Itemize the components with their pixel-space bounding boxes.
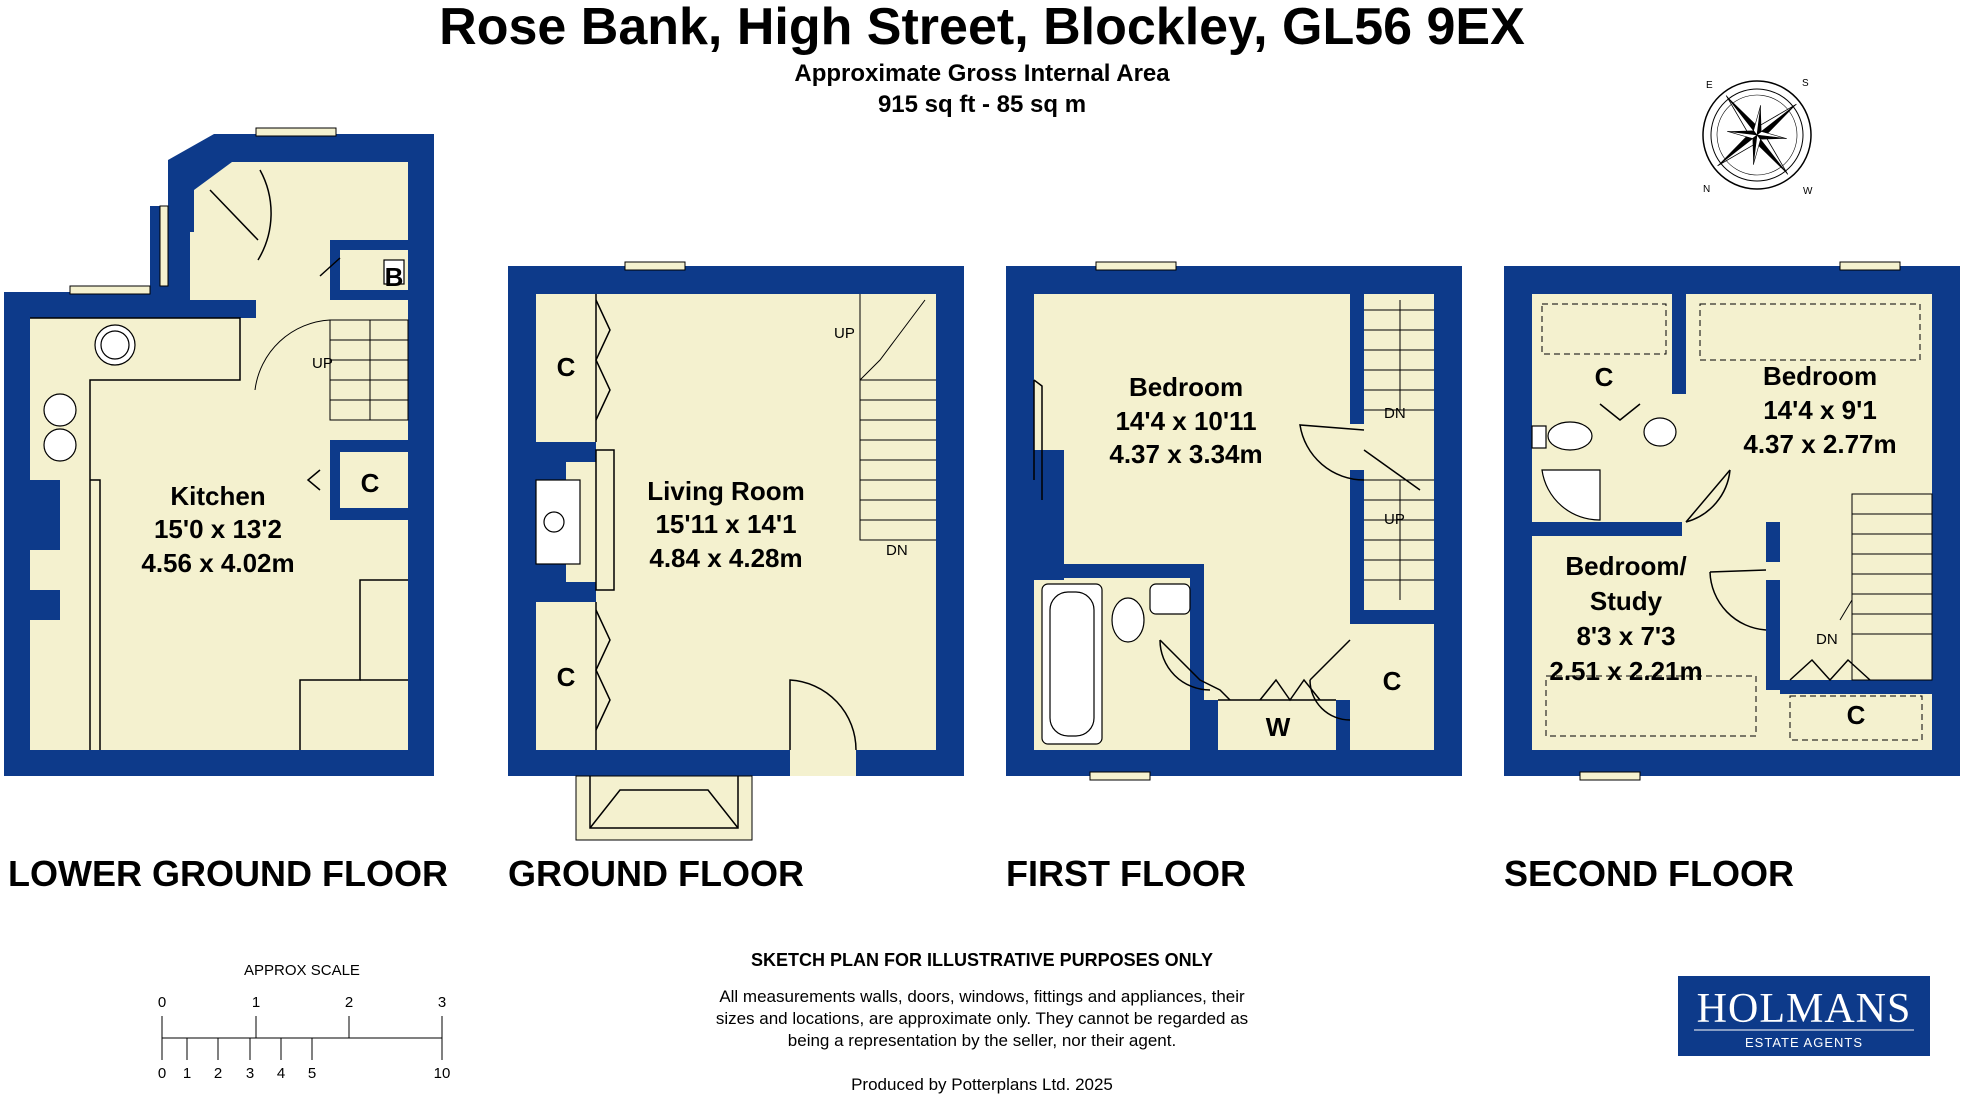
lower-ground-floor-plan <box>4 127 434 776</box>
page-title: Rose Bank, High Street, Blockley, GL56 9… <box>439 0 1525 56</box>
cupboard-label-c-2: C <box>1847 700 1866 730</box>
cupboard-label-b: B <box>385 262 404 292</box>
bedroom-metric: 4.37 x 3.34m <box>1109 439 1262 469</box>
bedroom-name: Bedroom <box>1129 372 1243 402</box>
area-label: Approximate Gross Internal Area <box>794 60 1170 87</box>
compass-letter-s: S <box>1802 78 1809 89</box>
scale-bottom-tick-2: 2 <box>214 1065 222 1082</box>
living-room-metric: 4.84 x 4.28m <box>649 543 802 573</box>
stair-label-dn: DN <box>886 542 908 559</box>
disclaimer-line2: sizes and locations, are approximate onl… <box>716 1009 1248 1028</box>
second-floor-plan <box>1504 261 1960 781</box>
living-room-imperial: 15'11 x 14'1 <box>655 509 796 539</box>
logo-tagline: ESTATE AGENTS <box>1745 1035 1863 1050</box>
holmans-logo: HOLMANS ESTATE AGENTS <box>1678 976 1930 1056</box>
stair-label-up: UP <box>312 355 333 372</box>
disclaimer-line1: All measurements walls, doors, windows, … <box>719 987 1245 1006</box>
cupboard-label-c-2: C <box>557 662 576 692</box>
scale-bottom-tick-5: 5 <box>308 1065 316 1082</box>
floor-label-first: FIRST FLOOR <box>1006 853 1246 894</box>
compass-letter-e: E <box>1706 80 1713 91</box>
cupboard-label-c-1: C <box>1595 362 1614 392</box>
scale-bottom-tick-3: 3 <box>246 1065 254 1082</box>
cupboard-label-c: C <box>1383 666 1402 696</box>
floor-label-ground: GROUND FLOOR <box>508 853 804 894</box>
scale-bottom-tick-10: 10 <box>434 1065 451 1082</box>
compass-letter-n: N <box>1703 184 1710 195</box>
area-value: 915 sq ft - 85 sq m <box>878 91 1086 118</box>
scale-top-tick-3: 3 <box>438 994 446 1011</box>
bedroom-imperial: 14'4 x 10'11 <box>1115 406 1256 436</box>
producer-credit: Produced by Potterplans Ltd. 2025 <box>851 1075 1113 1094</box>
compass-icon <box>1702 80 1812 190</box>
bedroom-imperial: 14'4 x 9'1 <box>1763 395 1877 425</box>
wardrobe-label-w: W <box>1266 712 1291 742</box>
scale-bottom-tick-0: 0 <box>158 1065 166 1082</box>
kitchen-imperial: 15'0 x 13'2 <box>154 514 282 544</box>
scale-title: APPROX SCALE <box>244 962 360 979</box>
compass-letter-w: W <box>1803 186 1813 197</box>
scale-bottom-tick-4: 4 <box>277 1065 285 1082</box>
scale-top-tick-0: 0 <box>158 994 166 1011</box>
kitchen-name: Kitchen <box>170 481 265 511</box>
stair-label-dn: DN <box>1816 631 1838 648</box>
stair-label-dn: DN <box>1384 405 1406 422</box>
disclaimer-line3: being a representation by the seller, no… <box>788 1031 1176 1050</box>
cupboard-label-c-1: C <box>557 352 576 382</box>
logo-name: HOLMANS <box>1697 986 1912 1032</box>
living-room-name: Living Room <box>647 476 804 506</box>
floor-label-lower-ground: LOWER GROUND FLOOR <box>8 853 448 894</box>
scale-top-tick-1: 1 <box>252 994 260 1011</box>
stair-label-up: UP <box>1384 511 1405 528</box>
approx-scale: APPROX SCALE 0 1 2 3 0 1 2 3 4 5 10 <box>158 962 451 1082</box>
stair-label-up: UP <box>834 325 855 342</box>
study-metric: 2.51 x 2.21m <box>1549 656 1702 686</box>
scale-bottom-tick-1: 1 <box>183 1065 191 1082</box>
scale-top-tick-2: 2 <box>345 994 353 1011</box>
floor-label-second: SECOND FLOOR <box>1504 853 1794 894</box>
study-imperial: 8'3 x 7'3 <box>1576 621 1675 651</box>
study-name-line1: Bedroom/ <box>1565 551 1686 581</box>
ground-floor-plan <box>508 261 964 841</box>
kitchen-metric: 4.56 x 4.02m <box>141 548 294 578</box>
bedroom-name: Bedroom <box>1763 361 1877 391</box>
study-name-line2: Study <box>1590 586 1663 616</box>
disclaimer-heading: SKETCH PLAN FOR ILLUSTRATIVE PURPOSES ON… <box>751 950 1213 970</box>
first-floor-plan <box>1006 261 1462 781</box>
bedroom-metric: 4.37 x 2.77m <box>1743 429 1896 459</box>
cupboard-label-c: C <box>361 468 380 498</box>
